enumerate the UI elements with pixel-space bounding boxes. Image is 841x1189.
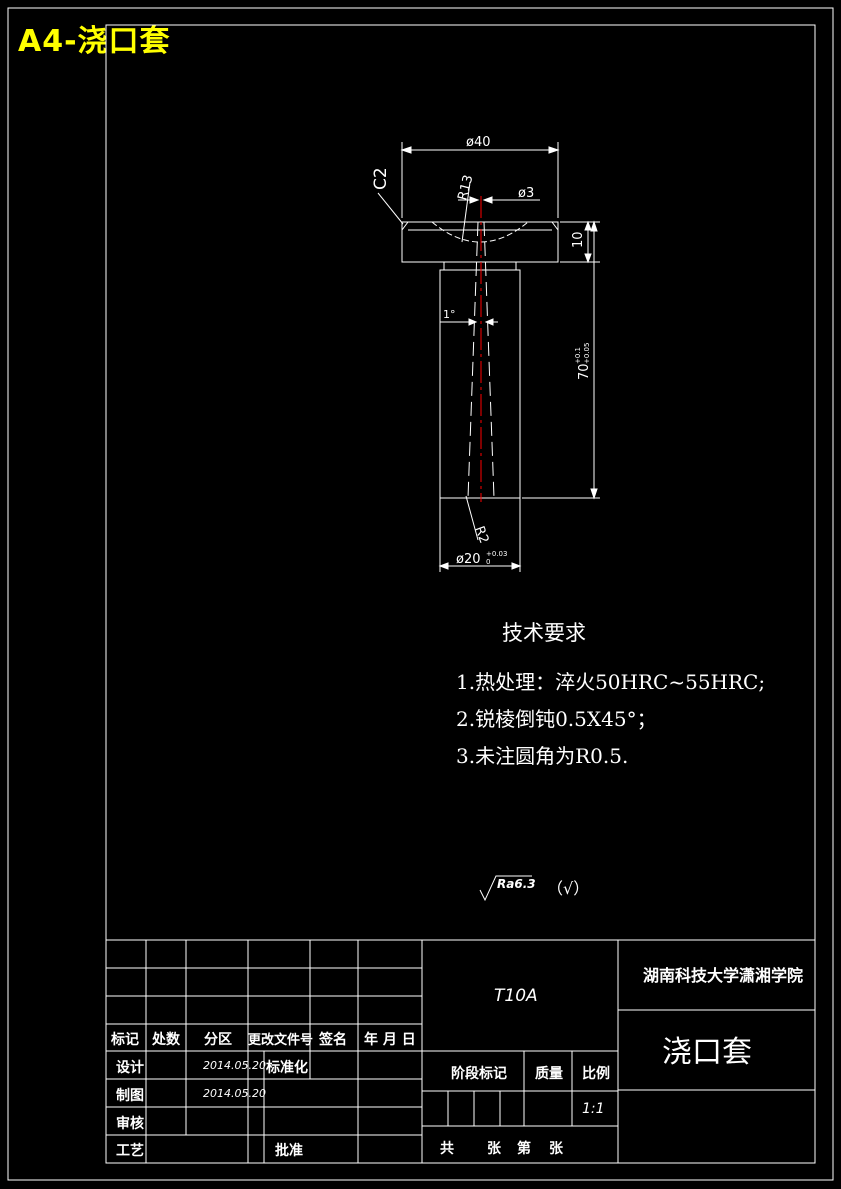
requirements-heading: 技术要求 (502, 621, 586, 645)
dim-length-tol-upper: +0.1 (574, 347, 582, 364)
requirement-item-1: 1.热处理：淬火50HRC~55HRC; (456, 670, 766, 694)
dim-bottom-diameter: ø20 (456, 552, 481, 567)
body-outline (439, 269, 521, 499)
dim-radius-bottom: R2 (471, 524, 491, 545)
design-date: 2014.05.20 (203, 1059, 266, 1072)
header-change-doc: 更改文件号 (248, 1033, 314, 1048)
chamfer-leader (377, 192, 404, 225)
seat-arc (431, 221, 529, 243)
dim-bottom-tol-lower: 0 (486, 558, 490, 566)
drawing-date: 2014.05.20 (203, 1087, 266, 1100)
dim-flange-thickness: 10 (571, 231, 586, 248)
sheets-no-label: 第 (517, 1141, 531, 1157)
sheets-unit-label: 张 (487, 1141, 501, 1157)
scale-label: 比例 (582, 1066, 610, 1082)
row-review: 审核 (116, 1116, 144, 1132)
dim-radius-top: R13 (455, 173, 476, 202)
material-value: T10A (494, 986, 538, 1006)
flange-outline (401, 221, 559, 263)
header-signature: 签名 (319, 1032, 347, 1048)
dim-top-diameter: ø40 (466, 135, 491, 150)
mass-label: 质量 (535, 1066, 563, 1082)
sheets-total-label: 共 (440, 1141, 454, 1157)
dim-length: 70 (577, 363, 592, 380)
dim-chamfer: C2 (371, 167, 391, 190)
stage-mark-label: 阶段标记 (451, 1066, 507, 1082)
inner-frame (105, 24, 816, 1164)
hole-line-left (467, 221, 479, 499)
r13-leader (461, 181, 471, 243)
standardization-label: 标准化 (266, 1060, 308, 1076)
sheets-unit2-label: 张 (549, 1141, 563, 1157)
chamfer-right (551, 221, 559, 231)
scale-value: 1:1 (582, 1101, 605, 1117)
requirement-item-3: 3.未注圆角为R0.5. (456, 744, 629, 768)
r2-leader (465, 495, 479, 541)
title-block-grid (106, 939, 815, 1163)
row-drawing: 制图 (116, 1088, 144, 1104)
hole-line-right (483, 221, 495, 499)
dim-length-tol-lower: +0.05 (583, 343, 591, 364)
dim-hole-diameter: ø3 (518, 186, 534, 201)
row-process: 工艺 (116, 1143, 144, 1159)
school-name: 湖南科技大学潇湘学院 (643, 966, 804, 985)
chamfer-left (401, 221, 409, 231)
header-count: 处数 (152, 1032, 180, 1048)
header-zone: 分区 (204, 1032, 232, 1048)
header-mark: 标记 (111, 1032, 139, 1048)
outer-border (7, 7, 834, 1181)
part-name: 浇口套 (662, 1035, 752, 1070)
roughness-note: （√） (547, 879, 590, 898)
header-date: 年 月 日 (364, 1032, 416, 1048)
roughness-symbol (479, 875, 532, 902)
dim-bottom-tol-upper: +0.03 (486, 550, 507, 558)
page-title: A4-浇口套 (18, 24, 171, 59)
requirement-item-2: 2.锐棱倒钝0.5X45°； (456, 707, 657, 731)
row-design: 设计 (116, 1060, 144, 1076)
dim-taper-angle: 1° (443, 308, 456, 321)
approve-label: 批准 (275, 1143, 303, 1159)
roughness-value: Ra6.3 (497, 877, 536, 891)
